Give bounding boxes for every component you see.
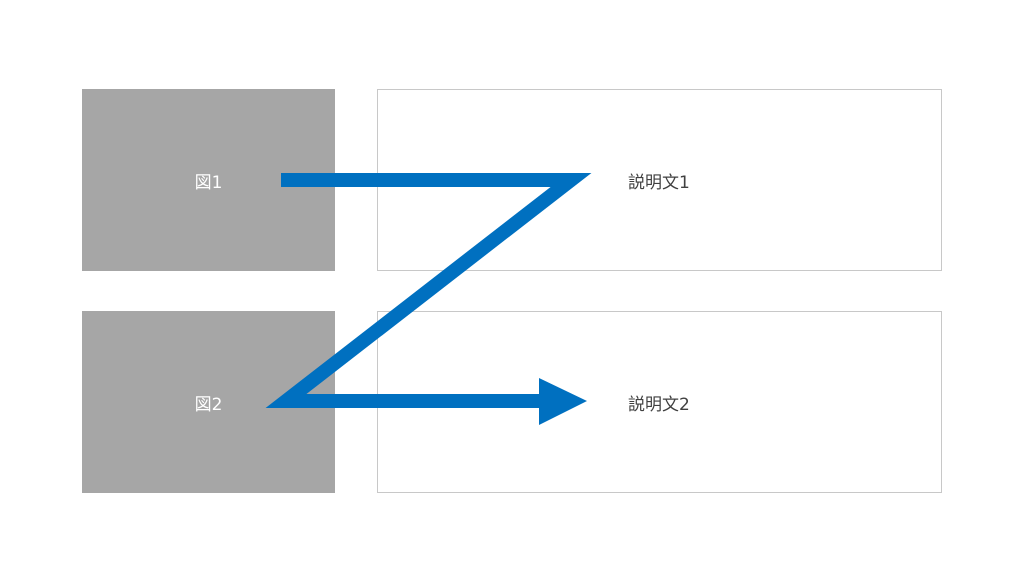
description-2-box: 説明文2 <box>377 311 942 493</box>
description-1-box: 説明文1 <box>377 89 942 271</box>
figure-1-box: 図1 <box>82 89 335 271</box>
figure-1-label: 図1 <box>194 172 223 193</box>
description-1-label: 説明文1 <box>628 172 690 193</box>
figure-2-box: 図2 <box>82 311 335 493</box>
figure-2-label: 図2 <box>194 394 223 415</box>
description-2-label: 説明文2 <box>628 394 690 415</box>
